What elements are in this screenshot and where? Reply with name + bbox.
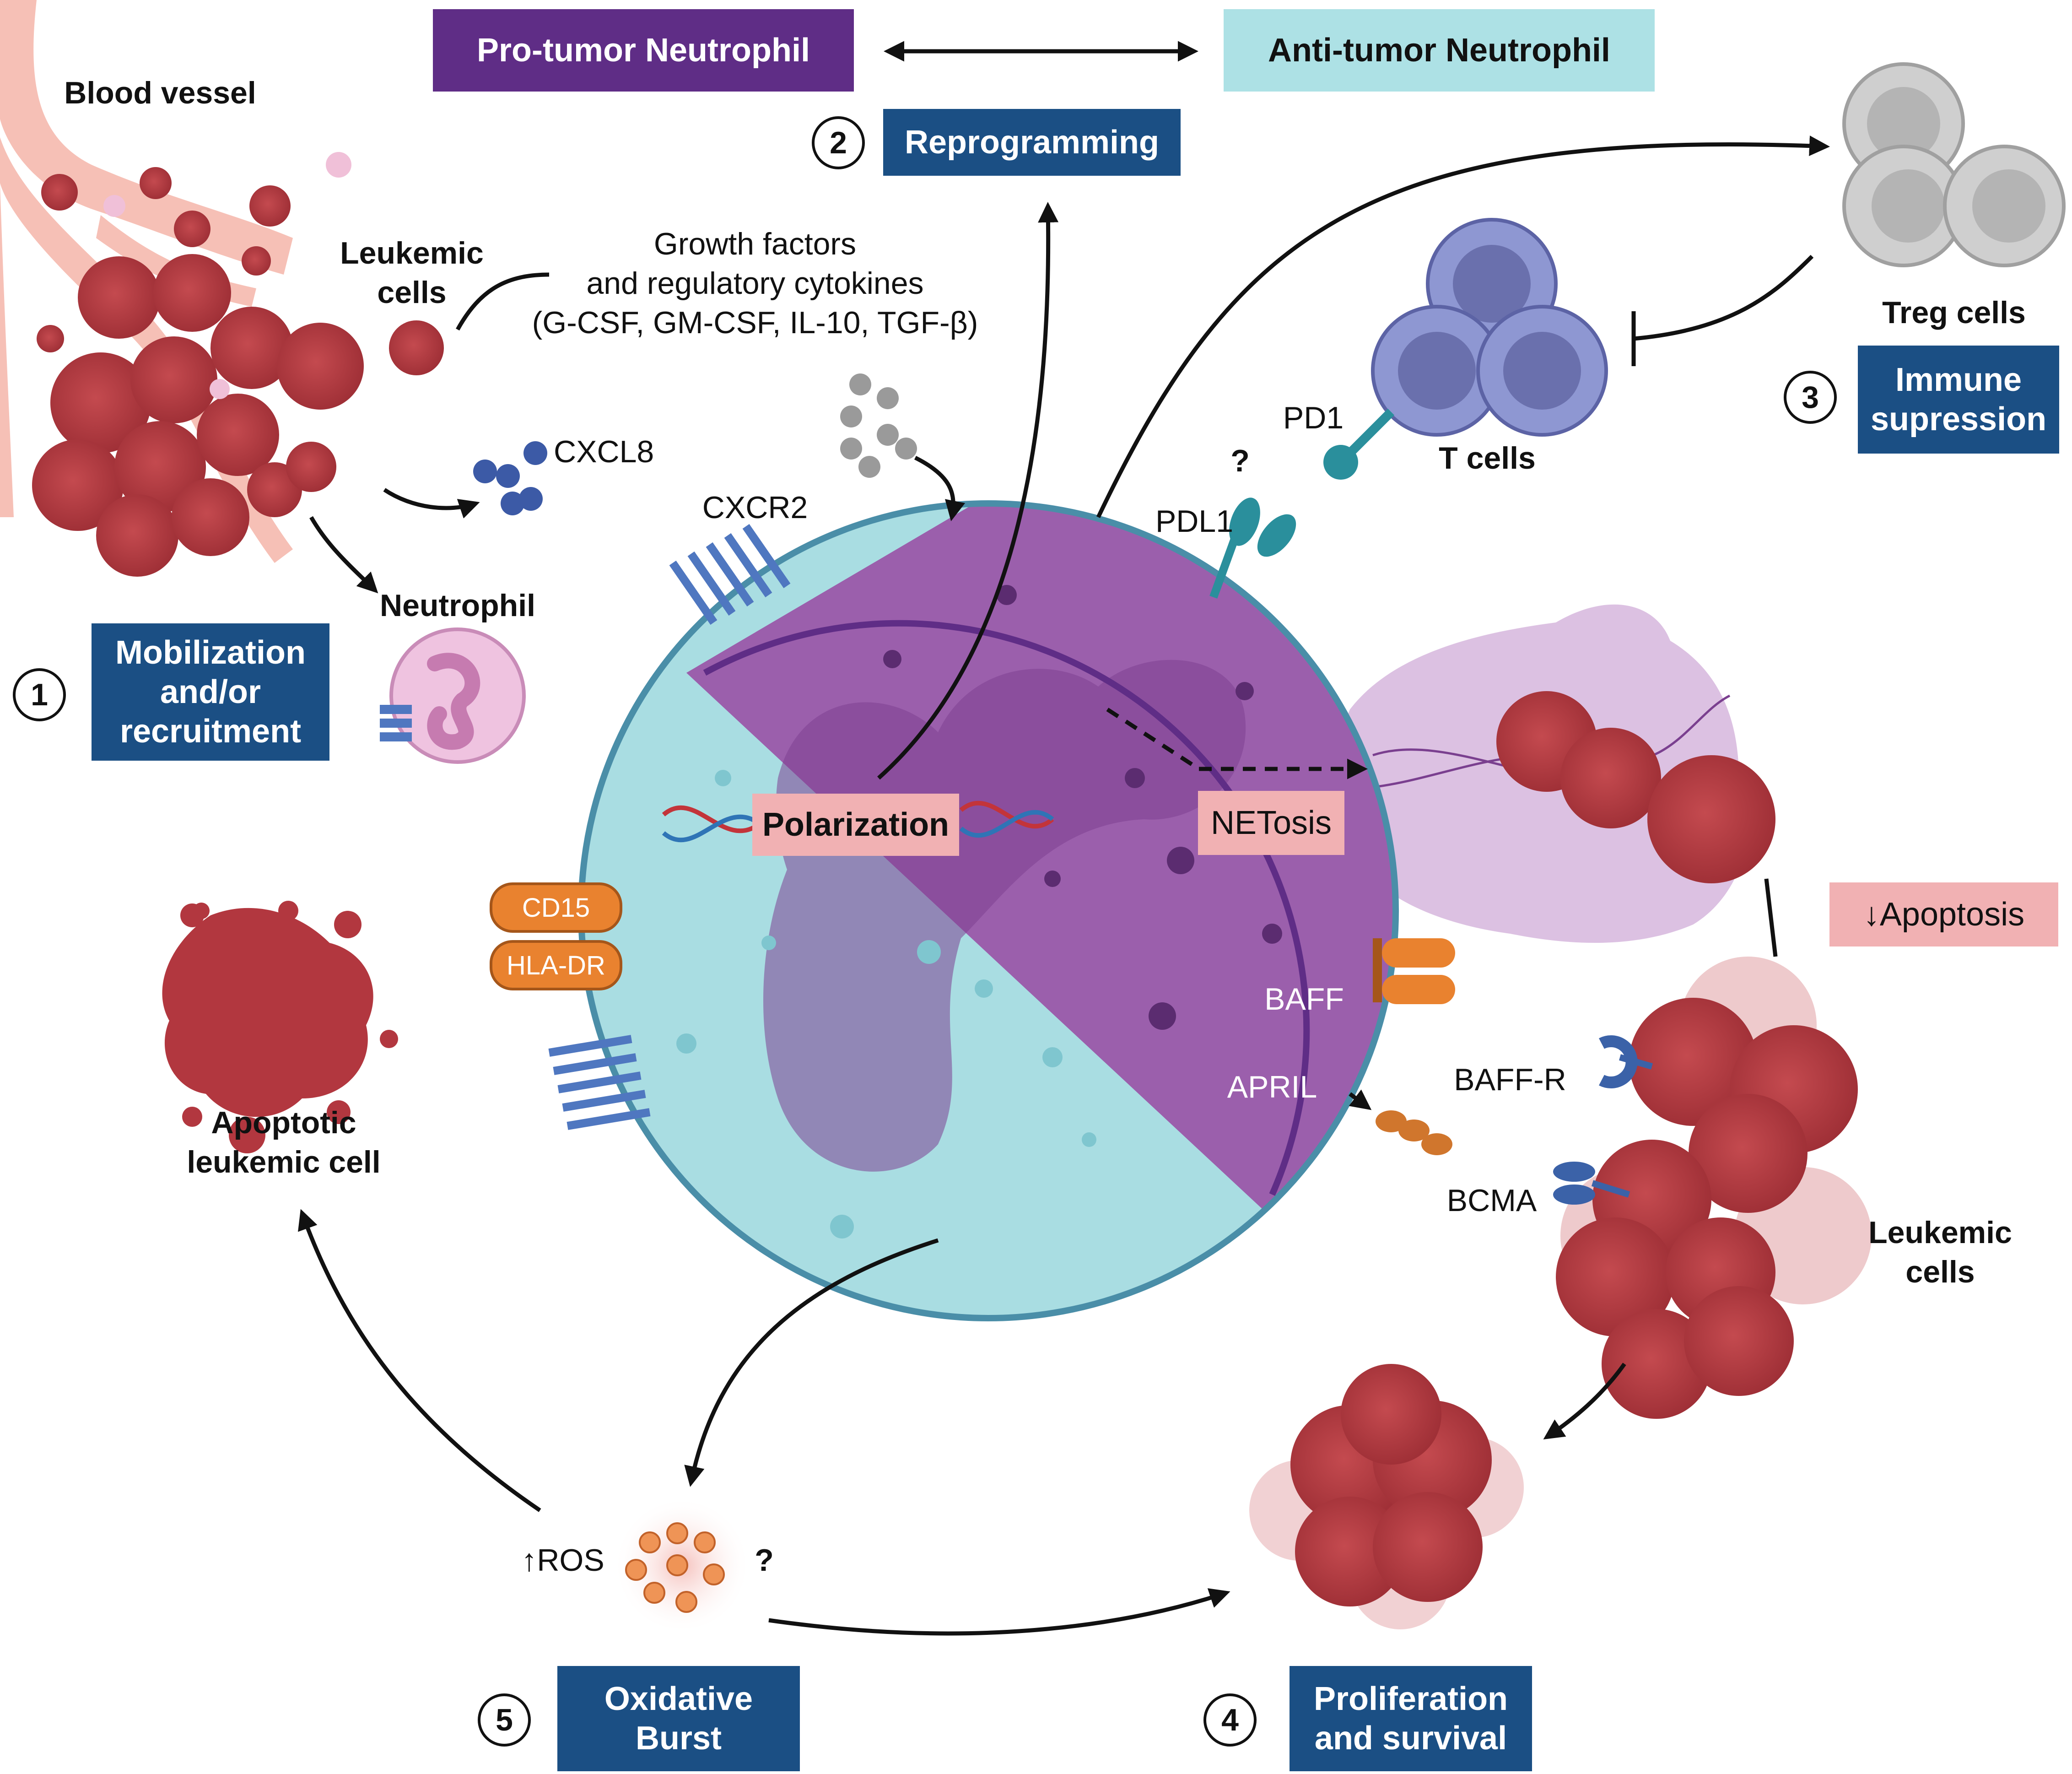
step-1-label: Mobilization and/or recruitment — [92, 623, 329, 761]
step-3-number: 3 — [1784, 371, 1837, 424]
netosis-cloud — [1337, 604, 1775, 943]
apoptosis-label: ↓Apoptosis — [1829, 882, 2058, 946]
ros-label: ↑ROS — [521, 1543, 604, 1578]
step-2-label: Reprogramming — [883, 109, 1181, 176]
pd1-label: PD1 — [1283, 400, 1344, 435]
leukemic-cells-top-label: Leukemic cells — [340, 236, 484, 310]
arrows — [298, 41, 1830, 1636]
anti-tumor-header: Anti-tumor Neutrophil — [1224, 9, 1655, 92]
growth-factor-molecules — [840, 373, 917, 478]
cxcl8-molecules — [473, 441, 547, 515]
step-5-label: Oxidative Burst — [557, 1666, 800, 1771]
polarization-label: Polarization — [752, 794, 959, 856]
cxcr2-receptor — [669, 524, 791, 625]
receptor-lower-left — [548, 1035, 651, 1130]
central-neutrophil — [578, 500, 1399, 1321]
neutrophil-label: Neutrophil — [380, 588, 535, 623]
apoptotic-cell-label: Apoptotic leukemic cell — [187, 1105, 381, 1179]
pdl1-label: PDL1 — [1155, 504, 1234, 539]
leukemic-cells-right-label: Leukemic cells — [1868, 1215, 2012, 1289]
blood-vessel-label: Blood vessel — [64, 76, 256, 110]
ros-question: ? — [755, 1543, 774, 1578]
step-3-label: Immune supression — [1858, 346, 2059, 454]
t-cells — [1323, 218, 1608, 480]
proliferating-cluster — [1249, 1364, 1524, 1629]
hla-dr-marker: HLA-DR — [490, 940, 622, 990]
cxcl8-label: CXCL8 — [554, 434, 654, 469]
april-molecule — [1376, 1110, 1452, 1155]
apoptotic-cell — [162, 901, 398, 1153]
step-1-number: 1 — [13, 668, 66, 721]
baff-r-label: BAFF-R — [1454, 1062, 1566, 1097]
treg-cells — [1842, 62, 2066, 267]
netosis-label: NETosis — [1198, 791, 1344, 855]
pro-tumor-header: Pro-tumor Neutrophil — [433, 9, 854, 92]
step-2-number: 2 — [812, 116, 865, 169]
leukemic-cluster-top — [32, 152, 444, 577]
cd15-marker: CD15 — [490, 882, 622, 933]
bcma-label: BCMA — [1446, 1183, 1537, 1218]
pdl1-question: ? — [1230, 444, 1250, 478]
baff-label: BAFF — [1264, 982, 1344, 1017]
treg-cells-label: Treg cells — [1882, 295, 2026, 330]
growth-factors-label: Growth factors and regulatory cytokines … — [532, 227, 978, 340]
step-5-number: 5 — [478, 1693, 531, 1747]
pdl1-receptor — [1209, 498, 1296, 599]
step-4-label: Proliferation and survival — [1290, 1666, 1532, 1771]
step-4-number: 4 — [1203, 1693, 1257, 1747]
ros-particles — [613, 1497, 750, 1634]
cxcr2-label: CXCR2 — [702, 490, 808, 525]
april-label: APRIL — [1227, 1070, 1317, 1104]
leukemic-cluster-right — [1553, 957, 1872, 1419]
t-cells-label: T cells — [1439, 441, 1536, 476]
small-neutrophil — [380, 627, 526, 764]
baff-molecule — [1373, 938, 1455, 1004]
